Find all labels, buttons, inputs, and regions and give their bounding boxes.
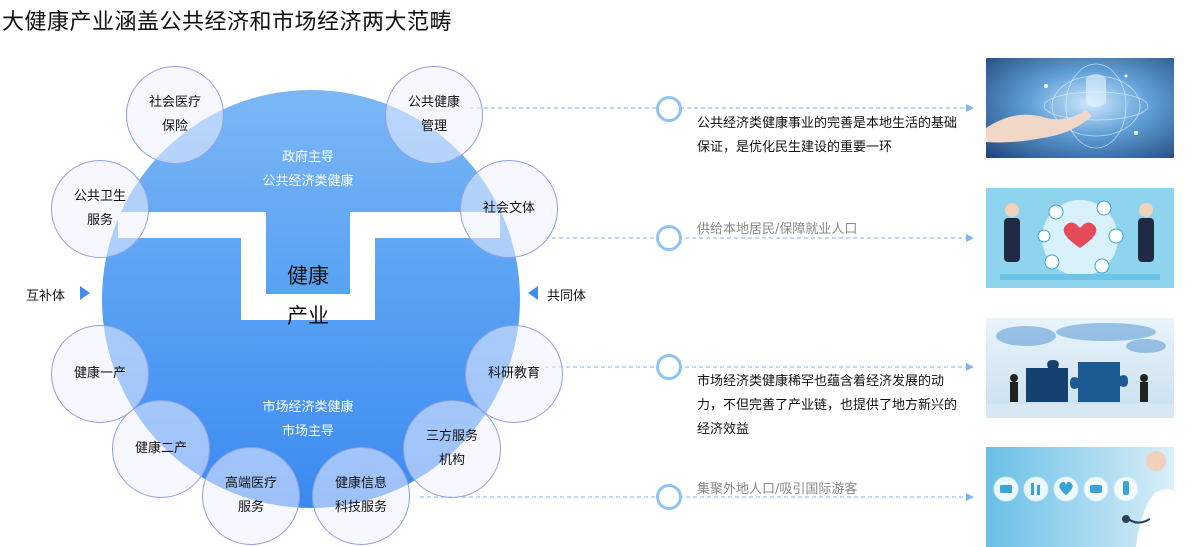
photo-digital-health bbox=[986, 58, 1174, 158]
ring-marker-1 bbox=[656, 96, 682, 122]
connector-arrow-2 bbox=[966, 234, 974, 242]
complementary-label: 互补体 bbox=[26, 289, 66, 304]
photo-puzzle-cooperation bbox=[986, 318, 1174, 418]
divider-band-bottom bbox=[241, 294, 375, 320]
bubble-health-info-tech: 健康信息 科技服务 bbox=[312, 447, 410, 545]
description-local-residents: 供给本地居民/保障就业人口 bbox=[697, 222, 858, 237]
ring-marker-3 bbox=[656, 354, 682, 380]
arrow-left-icon bbox=[528, 286, 538, 300]
bubble-high-end-medical: 高端医疗 服务 bbox=[202, 447, 300, 545]
description-market-economy: 市场经济类健康稀罕也蕴含着经济发展的动力，不但完善了产业链，也提供了地方新兴的经… bbox=[697, 374, 958, 437]
bubble-public-health-management: 公共健康 管理 bbox=[385, 66, 483, 164]
bubble-social-medical-insurance: 社会医疗 保险 bbox=[126, 66, 224, 164]
market-economy-health-label: 市场经济类健康 bbox=[262, 400, 354, 415]
core-label-health: 健康 bbox=[287, 264, 329, 288]
market-led-label: 市场主导 bbox=[281, 424, 334, 439]
bubble-health-secondary-industry: 健康二产 bbox=[112, 400, 210, 498]
public-economy-health-label: 公共经济类健康 bbox=[262, 174, 354, 189]
community-label: 共同体 bbox=[547, 289, 587, 304]
bubble-health-primary-industry: 健康一产 bbox=[51, 325, 149, 423]
photo-doctor-medical-tech bbox=[986, 447, 1174, 547]
ring-marker-4 bbox=[656, 484, 682, 510]
arrow-right-icon bbox=[80, 286, 90, 300]
bubble-research-education: 科研教育 bbox=[465, 325, 563, 423]
ring-marker-2 bbox=[656, 225, 682, 251]
core-label-industry: 产业 bbox=[287, 304, 329, 328]
connector-arrow-1 bbox=[966, 104, 974, 112]
bubble-public-hygiene-service: 公共卫生 服务 bbox=[51, 160, 149, 258]
connector-arrow-4 bbox=[966, 493, 974, 501]
photo-doctors-health-icons bbox=[986, 188, 1174, 288]
bubble-social-culture-sports: 社会文体 bbox=[460, 160, 558, 258]
connector-arrow-3 bbox=[966, 363, 974, 371]
page-title: 大健康产业涵盖公共经济和市场经济两大范畴 bbox=[2, 10, 453, 35]
description-public-economy: 公共经济类健康事业的完善是本地生活的基础保证，是优化民生建设的重要一环 bbox=[697, 116, 958, 155]
description-external-population: 集聚外地人口/吸引国际游客 bbox=[697, 482, 858, 497]
bubble-third-party-service: 三方服务 机构 bbox=[403, 400, 501, 498]
government-led-label: 政府主导 bbox=[281, 150, 334, 165]
